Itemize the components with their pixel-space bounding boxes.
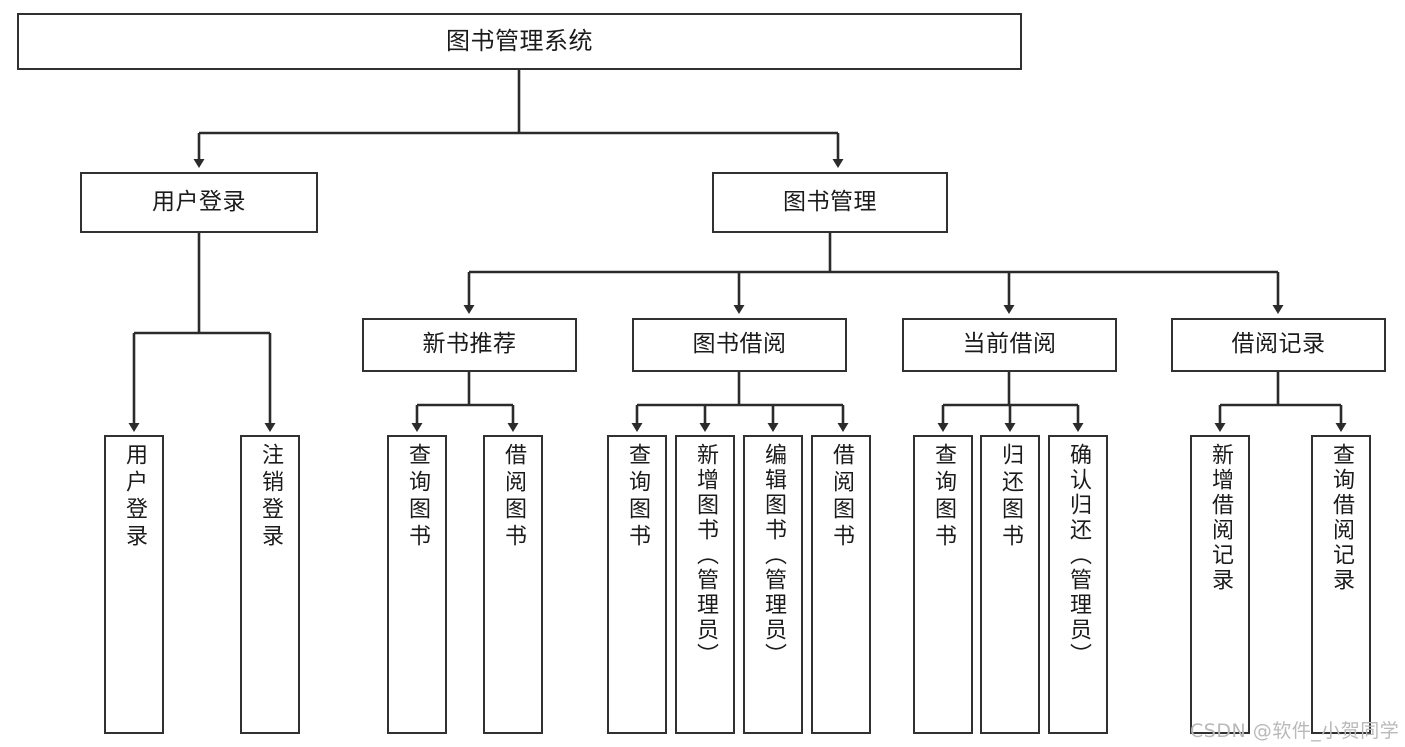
leaf-record-query-borrow-record[interactable]: 查询借阅记录 <box>1311 435 1371 734</box>
csdn-watermark: CSDN @软件_小贺同学 <box>1190 720 1400 742</box>
node-label: 图书管理系统 <box>446 27 593 56</box>
leaf-user-logout[interactable]: 注销登录 <box>240 435 300 734</box>
node-label: 查询图书 <box>405 443 430 551</box>
node-label: 用户登录 <box>152 188 246 215</box>
node-current-borrow[interactable]: 当前借阅 <box>902 318 1117 372</box>
node-label: 当前借阅 <box>962 331 1057 358</box>
leaf-borrow-query-book[interactable]: 查询图书 <box>607 435 667 734</box>
leaf-recommend-query-book[interactable]: 查询图书 <box>387 435 447 734</box>
leaf-current-return-book[interactable]: 归还图书 <box>980 435 1040 734</box>
leaf-borrow-add-book-admin[interactable]: 新增图书（管理员） <box>675 435 735 734</box>
node-label: 图书管理 <box>783 188 877 215</box>
node-label: 新书推荐 <box>422 331 517 358</box>
node-label: 注销登录 <box>258 443 283 551</box>
node-label: 查询借阅记录 <box>1329 443 1354 593</box>
leaf-current-confirm-return-admin[interactable]: 确认归还（管理员） <box>1048 435 1108 734</box>
node-label: 借阅图书 <box>829 443 854 551</box>
node-label: 查询图书 <box>625 443 650 551</box>
node-label: 查询图书 <box>931 443 956 551</box>
leaf-current-query-book[interactable]: 查询图书 <box>913 435 973 734</box>
leaf-borrow-do-borrow-book[interactable]: 借阅图书 <box>811 435 871 734</box>
node-book-borrow[interactable]: 图书借阅 <box>632 318 847 372</box>
node-label: 确认归还（管理员） <box>1066 443 1091 668</box>
node-label: 用户登录 <box>122 443 147 551</box>
node-label: 借阅图书 <box>501 443 526 551</box>
node-label: 编辑图书（管理员） <box>761 443 786 668</box>
node-book-manage[interactable]: 图书管理 <box>712 172 948 233</box>
leaf-borrow-edit-book-admin[interactable]: 编辑图书（管理员） <box>743 435 803 734</box>
leaf-recommend-borrow-book[interactable]: 借阅图书 <box>483 435 543 734</box>
leaf-record-add-borrow-record[interactable]: 新增借阅记录 <box>1190 435 1250 734</box>
node-new-book-recommend[interactable]: 新书推荐 <box>362 318 577 372</box>
node-label: 借阅记录 <box>1231 331 1326 358</box>
node-label: 新增图书（管理员） <box>693 443 718 668</box>
node-user-login[interactable]: 用户登录 <box>80 172 318 233</box>
node-label: 图书借阅 <box>692 331 787 358</box>
node-borrow-record[interactable]: 借阅记录 <box>1171 318 1386 372</box>
leaf-user-login[interactable]: 用户登录 <box>104 435 164 734</box>
node-label: 新增借阅记录 <box>1208 443 1233 593</box>
node-label: 归还图书 <box>998 443 1023 551</box>
node-root-system[interactable]: 图书管理系统 <box>17 13 1022 70</box>
